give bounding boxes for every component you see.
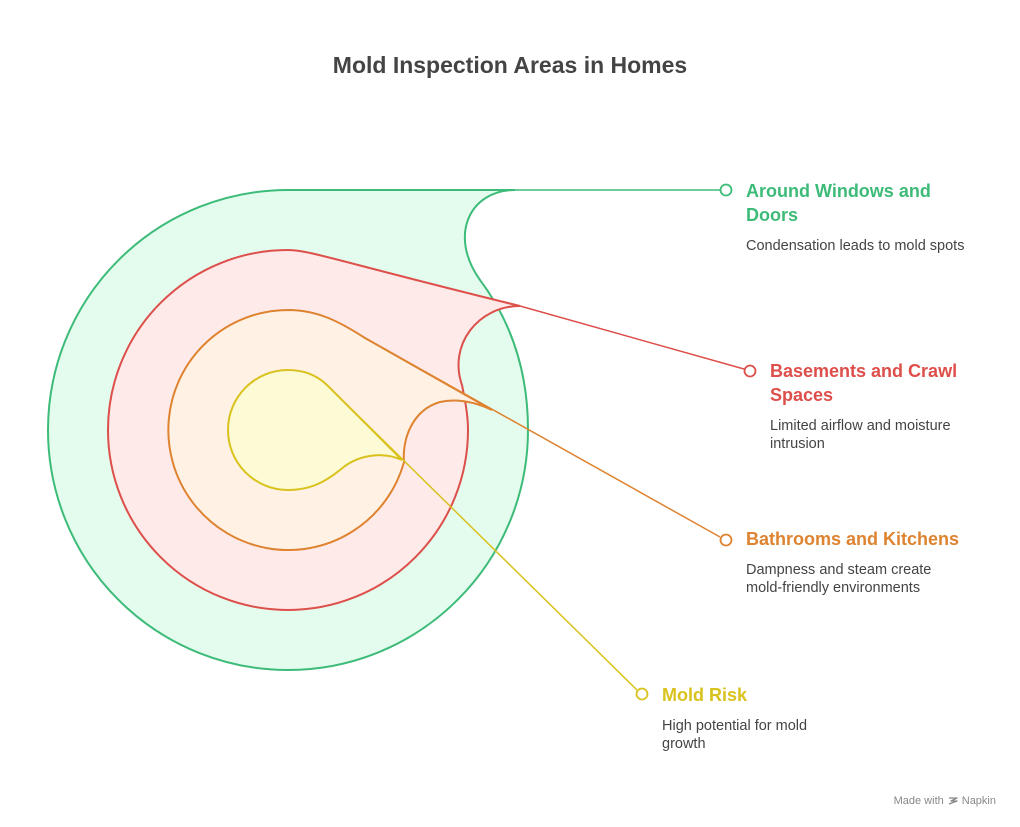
connector-bathrooms — [364, 337, 721, 538]
label-bathrooms: Bathrooms and Kitchens Dampness and stea… — [746, 527, 971, 597]
footer-branding: Made with Napkin — [894, 795, 996, 807]
label-windows-description: Condensation leads to mold spots — [746, 238, 965, 254]
footer-brand: Napkin — [961, 795, 996, 807]
marker-basements — [743, 364, 757, 378]
label-bathrooms-title: Bathrooms and Kitchens — [746, 529, 960, 549]
marker-bathrooms — [719, 533, 733, 547]
label-mold-risk-title: Mold Risk — [662, 685, 748, 705]
napkin-logo-icon — [948, 797, 958, 805]
label-basements-description: Limited airflow and moisture intrusion — [770, 418, 951, 452]
label-mold-risk-description: High potential for mold growth — [662, 718, 808, 752]
label-windows: Around Windows and Doors Condensation le… — [746, 179, 966, 255]
label-basements: Basements and Crawl Spaces Limited airfl… — [770, 359, 995, 453]
marker-mold-risk — [635, 687, 649, 701]
footer-made-with: Made with — [893, 795, 944, 807]
connector-mold-risk — [327, 385, 638, 691]
connector-basements — [519, 305, 745, 370]
label-mold-risk: Mold Risk High potential for mold growth — [662, 683, 842, 753]
label-bathrooms-description: Dampness and steam create mold-friendly … — [746, 562, 932, 596]
label-windows-title: Around Windows and Doors — [746, 181, 931, 225]
marker-windows — [719, 183, 733, 197]
page-title: Mold Inspection Areas in Homes — [332, 52, 688, 78]
label-basements-title: Basements and Crawl Spaces — [770, 361, 958, 405]
